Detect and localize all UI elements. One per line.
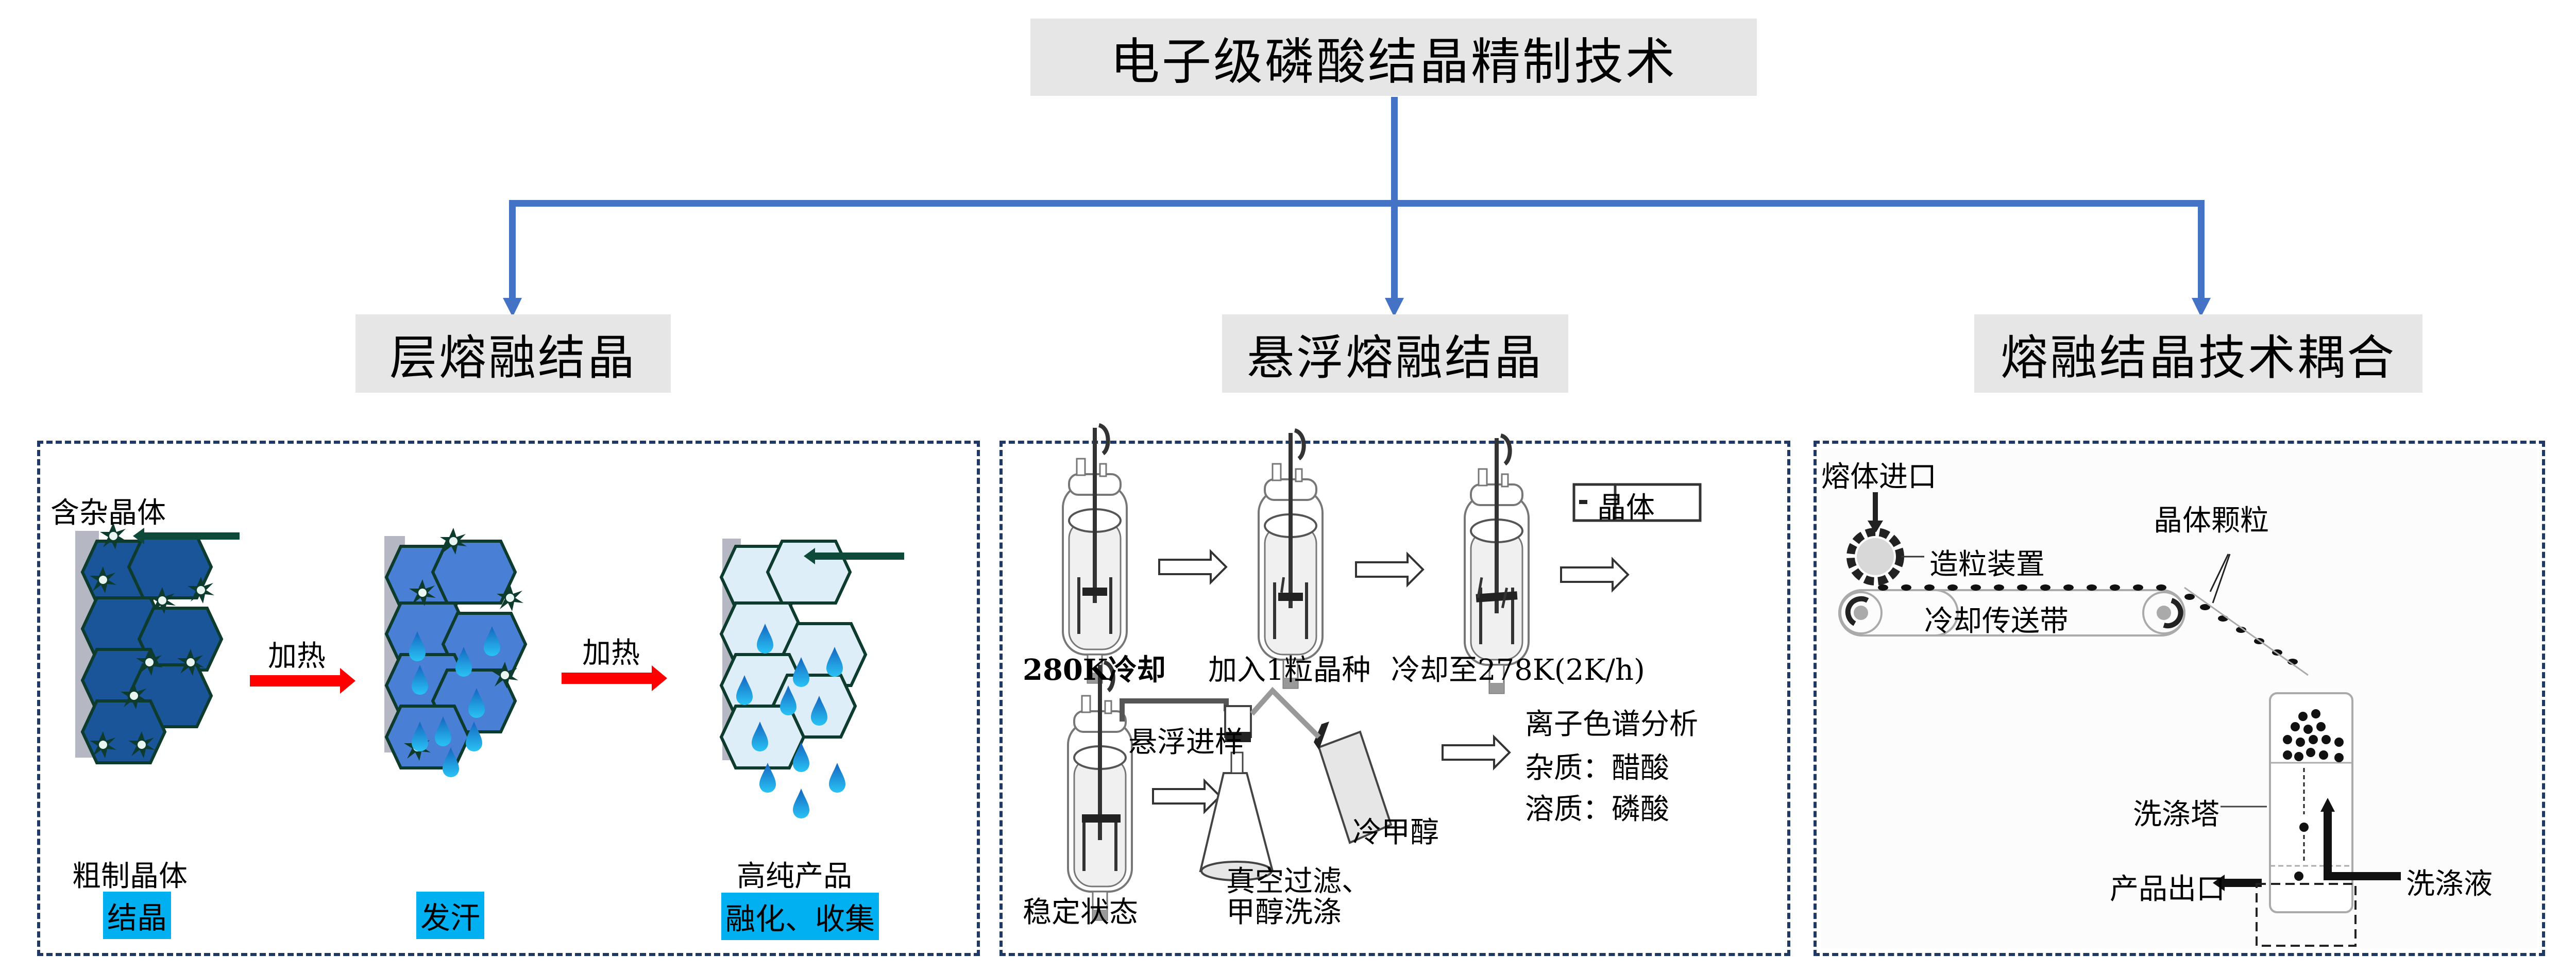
cold-methanol-label: 冷甲醇 <box>1352 816 1439 849</box>
product-outlet-label: 产品出口 <box>2110 873 2225 906</box>
branch-title-coupling: 熔融结晶技术耦合 <box>2000 330 2396 386</box>
particle-pointer-2 <box>2212 554 2231 604</box>
suspension-sampling-label: 悬浮进样 <box>1128 726 1244 759</box>
step-tag-sweating: 发汗 <box>416 892 485 939</box>
impurity-line: 杂质：醋酸 <box>1525 751 1669 785</box>
steady-state-label: 稳定状态 <box>1023 896 1138 929</box>
impure-crystal-label: 含杂晶体 <box>50 496 166 530</box>
arrow-head-right <box>2192 298 2211 317</box>
crystal-legend-icon <box>1579 500 1587 504</box>
filtration-label-line2: 甲醇洗涤 <box>1226 896 1342 929</box>
filtration-label-line1: 真空过滤、 <box>1226 865 1370 898</box>
root-title-box: 电子级磷酸结晶精制技术 <box>1030 19 1757 96</box>
root-title: 电子级磷酸结晶精制技术 <box>1110 32 1677 91</box>
horizontal-bus <box>509 200 2204 207</box>
step-tag-melt-collect: 融化、收集 <box>721 893 879 940</box>
panel-coupling <box>1814 441 2545 956</box>
wash-liquid-arrow <box>2324 809 2401 880</box>
branch-title-suspension-melt: 悬浮熔融结晶 <box>1246 330 1544 386</box>
branch-title-layer-melt: 层熔融结晶 <box>389 330 637 386</box>
melt-inlet-label: 熔体进口 <box>1821 460 1937 494</box>
heat-arrow-1 <box>250 675 340 687</box>
belt-roller-left <box>1839 591 1883 634</box>
arrow-head-left <box>503 298 522 317</box>
heat-label-2: 加热 <box>582 637 640 670</box>
high-purity-label: 高纯产品 <box>737 860 852 893</box>
belt-roller-right <box>2142 591 2185 634</box>
granulator-label: 造粒装置 <box>1929 548 2045 581</box>
branch-title-box-coupling: 熔融结晶技术耦合 <box>1974 314 2422 393</box>
crystal-particles-label: 晶体颗粒 <box>2154 504 2269 538</box>
stem-right <box>2198 200 2205 298</box>
step-tag-crystallization: 结晶 <box>103 892 172 939</box>
cooling-belt-label: 冷却传送带 <box>1924 605 2069 638</box>
stem-left <box>509 200 516 298</box>
melt-inlet-arrow <box>1873 492 1878 521</box>
growth-arrow-3 <box>811 553 904 560</box>
crude-crystal-label: 粗制晶体 <box>72 860 188 893</box>
root-stem <box>1391 97 1398 200</box>
step-label-280k-cooling: 280K冷却 <box>1023 653 1166 687</box>
step-label-cool-to-278k: 冷却至278K(2K/h) <box>1391 654 1645 687</box>
branch-title-box-layer: 层熔融结晶 <box>355 314 671 393</box>
outlet-housing <box>2256 883 2357 947</box>
particle-pointer-1 <box>2209 554 2229 592</box>
wash-liquid-label: 洗涤液 <box>2406 867 2493 901</box>
arrow-head-center <box>1385 298 1404 317</box>
legend-crystal-label: 晶体 <box>1597 491 1655 525</box>
wash-tower-label: 洗涤塔 <box>2133 798 2219 831</box>
product-outlet-arrow <box>2223 879 2262 887</box>
feed-chute <box>2184 587 2309 676</box>
panel-layer-melt <box>37 441 980 956</box>
heat-arrow-2 <box>562 673 652 684</box>
solute-line: 溶质：磷酸 <box>1525 793 1669 826</box>
growth-arrow-1 <box>139 532 240 540</box>
branch-title-box-suspension: 悬浮熔融结晶 <box>1222 314 1568 393</box>
stem-center <box>1391 200 1398 298</box>
heat-label-1: 加热 <box>268 640 326 673</box>
methanol-bottle <box>1317 730 1393 844</box>
panel-suspension-melt <box>999 441 1790 956</box>
analysis-title: 离子色谱分析 <box>1525 708 1698 741</box>
tower-particles <box>2283 709 2344 881</box>
step-label-add-seed: 加入1粒晶种 <box>1208 654 1371 687</box>
